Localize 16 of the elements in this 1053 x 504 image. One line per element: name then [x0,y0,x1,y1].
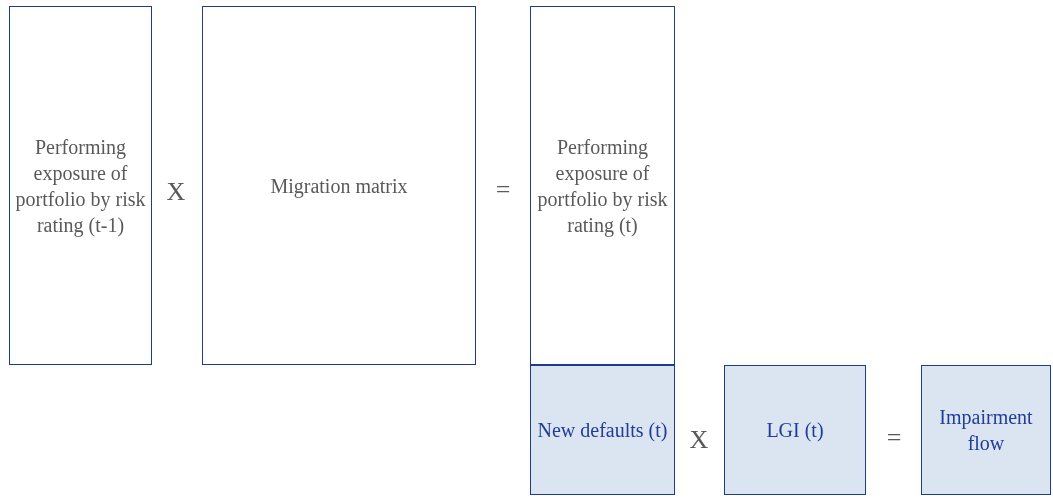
operator-sign: X [166,177,186,207]
shaded-box [724,365,866,495]
box-text: New defaults (t) [536,418,669,443]
operator-sign: X [689,425,709,455]
shaded-box [921,365,1051,495]
box-text: Impairment flow [938,405,1034,456]
operator-sign: = [886,423,902,453]
box-text: Performing exposure of portfolio by risk rating (t) [536,134,669,238]
box-text: Migration matrix [269,173,409,199]
shaded-box [530,365,675,495]
outlined-box [530,6,675,365]
outlined-box [202,6,476,365]
outlined-box [9,6,152,365]
box-text: LGI (t) [765,418,825,443]
box-text: Performing exposure of portfolio by risk rating (t-1) [14,134,147,238]
operator-sign: = [495,175,511,205]
